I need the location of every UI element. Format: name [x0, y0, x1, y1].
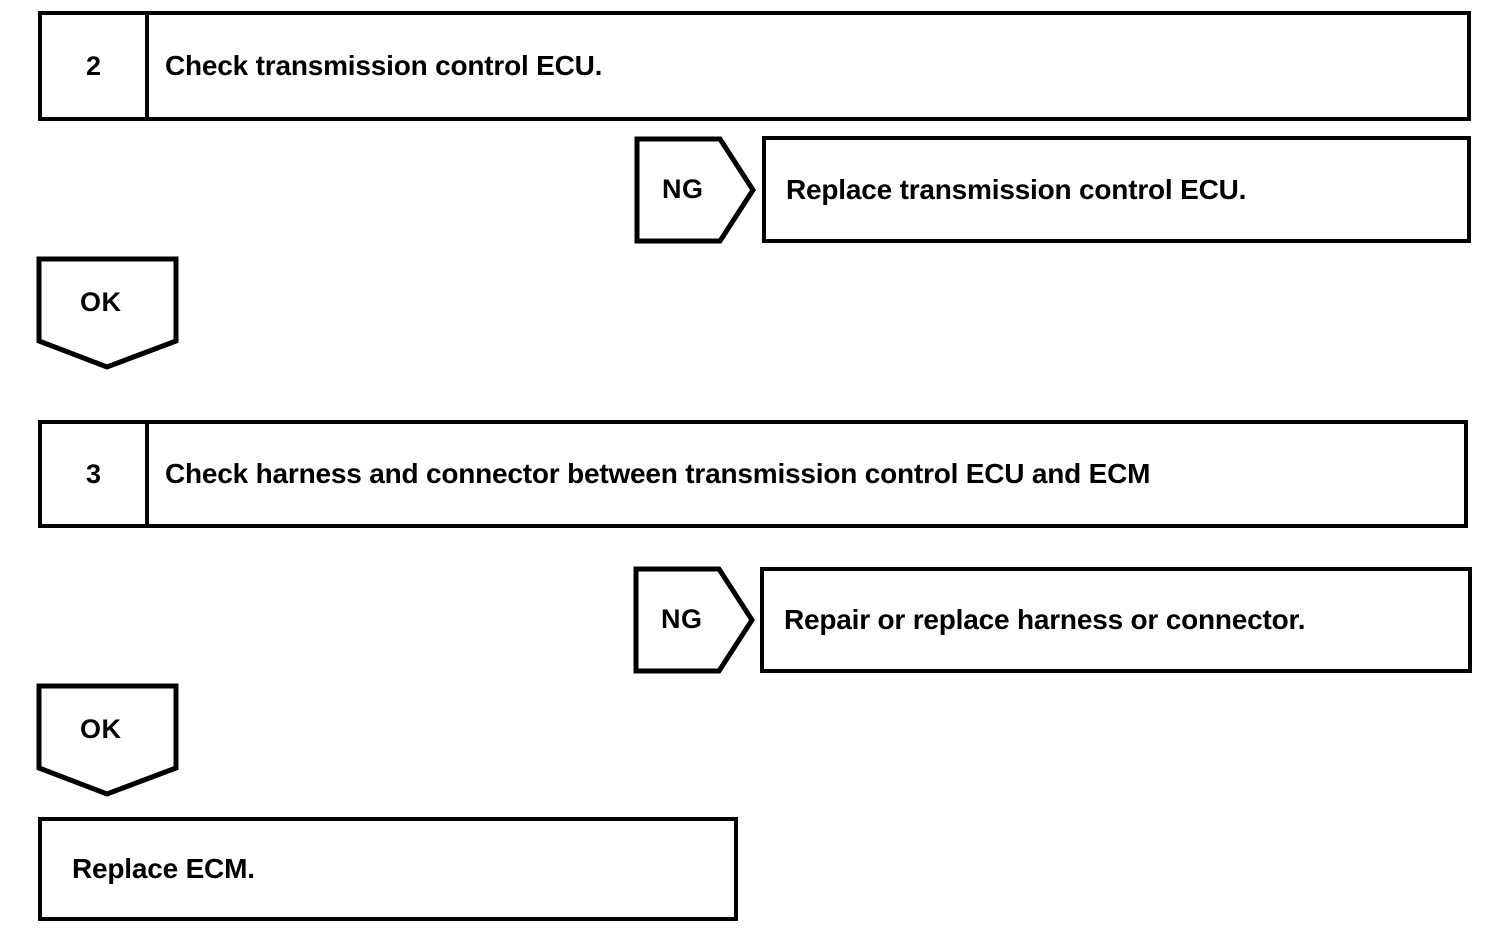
ok-arrow-2: OK [36, 683, 182, 798]
step-number-cell-3: 3 [42, 424, 149, 524]
ng-action-text-1: Replace transmission control ECU. [786, 173, 1247, 205]
step-text-cell-3: Check harness and connector between tran… [149, 424, 1464, 524]
ng-label-1: NG [662, 174, 704, 204]
step-box-2: 2 Check transmission control ECU. [38, 11, 1471, 121]
step-text-cell-2: Check transmission control ECU. [149, 15, 1467, 117]
step-box-3: 3 Check harness and connector between tr… [38, 420, 1468, 528]
ng-arrow-1: NG [634, 136, 756, 244]
ng-arrow-shape-1 [634, 136, 756, 244]
ng-action-box-2: Repair or replace harness or connector. [760, 567, 1472, 673]
ok-arrow-shape-1 [36, 256, 179, 370]
ng-action-text-2: Repair or replace harness or connector. [784, 604, 1306, 635]
step-number-2: 2 [85, 50, 102, 81]
ok-label-1: OK [80, 287, 122, 317]
ng-action-box-1: Replace transmission control ECU. [762, 136, 1471, 243]
ok-arrow-shape-2 [36, 683, 179, 797]
ng-arrow-shape-2 [633, 566, 755, 674]
step-number-cell-2: 2 [42, 15, 149, 117]
ok-label-2: OK [80, 714, 122, 744]
step-number-3: 3 [85, 458, 102, 489]
step-instruction-2: Check transmission control ECU. [165, 50, 603, 81]
final-action-text: Replace ECM. [72, 853, 255, 884]
ng-arrow-2: NG [633, 566, 755, 674]
ok-arrow-1: OK [36, 256, 182, 371]
step-instruction-3: Check harness and connector between tran… [165, 458, 1151, 489]
final-action-box: Replace ECM. [38, 817, 738, 921]
ng-label-2: NG [661, 604, 703, 634]
